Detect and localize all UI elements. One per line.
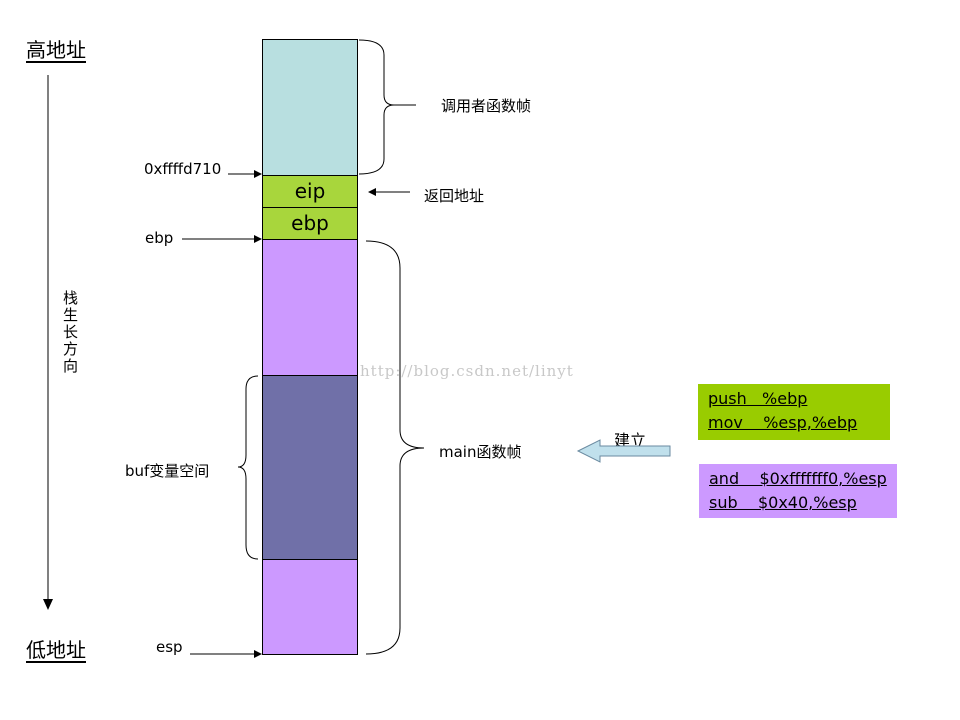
main-frame-upper — [263, 240, 357, 376]
stack-growth-label: 栈生长方向 — [61, 290, 79, 375]
main-frame-label: main函数帧 — [439, 443, 522, 461]
main-frame-brace — [365, 240, 425, 655]
eip-slot: eip — [263, 176, 357, 208]
build-label: 建立 — [614, 431, 647, 450]
code-line-and: and $0xfffffff0,%esp — [709, 469, 887, 488]
build-arrow — [576, 439, 671, 463]
watermark: http://blog.csdn.net/linyt — [360, 362, 574, 380]
buf-space-label: buf变量空间 — [125, 462, 210, 480]
growth-direction-arrow — [43, 75, 53, 610]
caller-frame-label: 调用者函数帧 — [441, 97, 532, 115]
stack-alloc-code-box: and $0xfffffff0,%esp sub $0x40,%esp — [699, 464, 897, 518]
ebp-pointer-arrow — [182, 235, 262, 243]
esp-pointer-label: esp — [156, 638, 183, 656]
caller-frame-brace — [358, 39, 416, 175]
buf-space-brace — [237, 375, 259, 560]
low-address-label: 低地址 — [26, 638, 86, 662]
high-address-label: 高地址 — [26, 38, 86, 62]
return-address-label: 返回地址 — [424, 187, 485, 205]
code-line-sub: sub $0x40,%esp — [709, 493, 857, 512]
code-line-push: push %ebp — [708, 389, 808, 408]
esp-pointer-arrow — [190, 650, 262, 658]
return-address-arrow — [368, 188, 410, 196]
buf-region — [263, 376, 357, 560]
frame-setup-code-box: push %ebp mov %esp,%ebp — [698, 384, 890, 440]
ebp-slot: ebp — [263, 208, 357, 240]
main-frame-lower — [263, 560, 357, 654]
ebp-pointer-label: ebp — [145, 229, 174, 247]
frame-address-arrow — [228, 170, 262, 178]
frame-address-label: 0xffffd710 — [144, 160, 222, 178]
stack-column: eip ebp — [262, 39, 358, 655]
caller-frame-region — [263, 40, 357, 176]
code-line-mov: mov %esp,%ebp — [708, 413, 858, 432]
